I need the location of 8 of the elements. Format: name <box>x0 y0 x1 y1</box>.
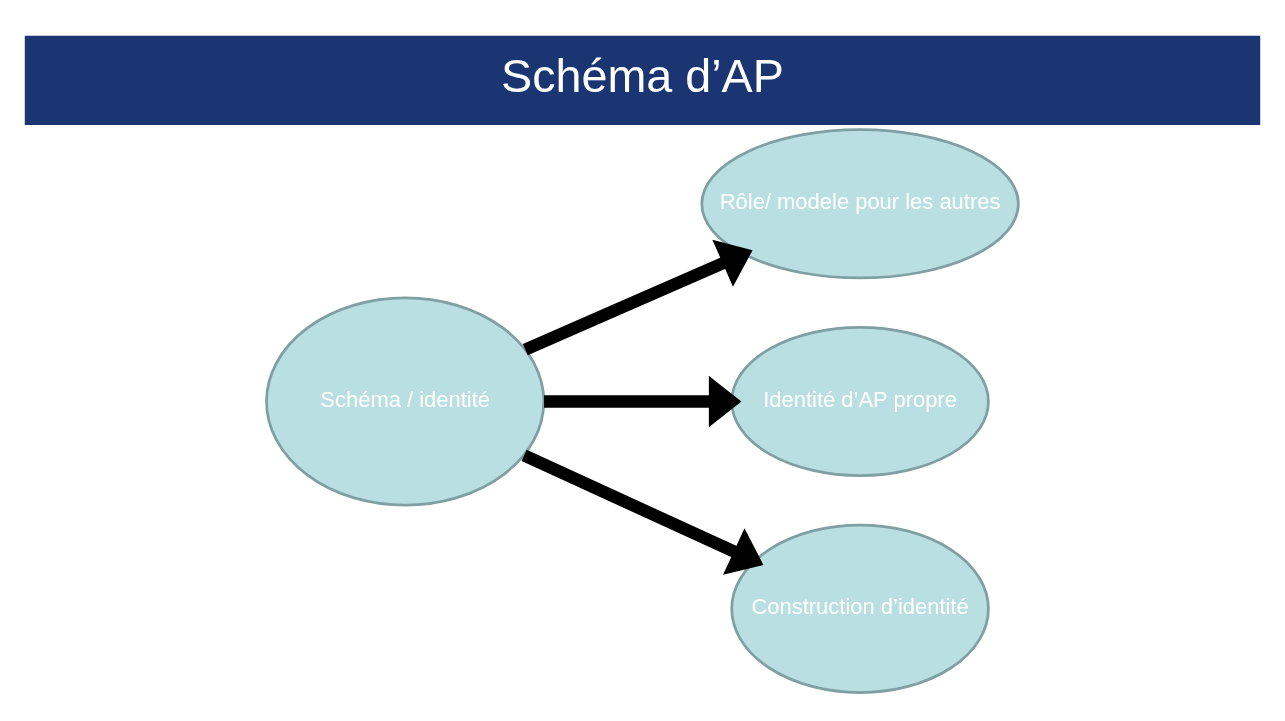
arrow <box>522 239 753 355</box>
arrow <box>544 375 742 427</box>
arrow <box>521 449 764 575</box>
node-ellipse: Construction d’identité <box>730 523 990 694</box>
node-ellipse: Rôle/ modele pour les autres <box>700 127 1020 279</box>
node-ellipse: Identité d’AP propre <box>730 325 990 477</box>
node-ellipse: Schéma / identité <box>265 296 546 506</box>
diagram-title: Schéma d’AP <box>501 49 784 102</box>
